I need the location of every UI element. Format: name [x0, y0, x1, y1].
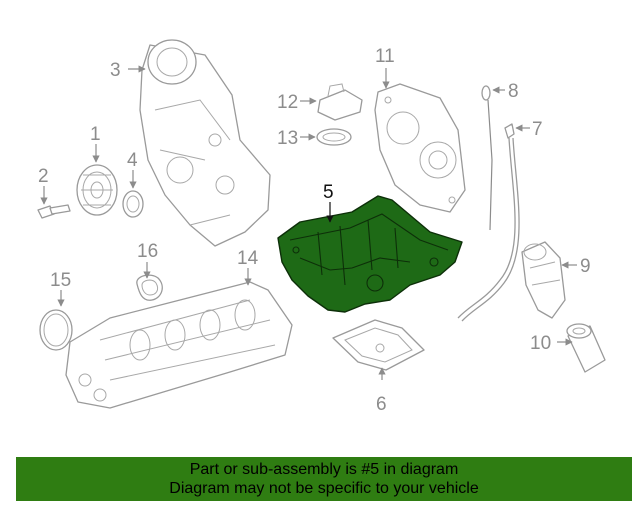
- callout-16: 16: [137, 241, 158, 262]
- callout-8: 8: [508, 81, 519, 102]
- callout-12: 12: [277, 92, 298, 113]
- callout-7: 7: [532, 119, 543, 140]
- dipstick-tube-part-7: [457, 123, 520, 322]
- callout-1: 1: [90, 124, 101, 145]
- timing-cover-part-3: [139, 39, 271, 247]
- info-banner: Part or sub-assembly is #5 in diagram Di…: [16, 457, 632, 501]
- callout-11: 11: [375, 46, 395, 67]
- callout-14: 14: [237, 248, 259, 269]
- callout-15: 15: [50, 270, 71, 291]
- lower-pan-part-6: [332, 319, 425, 371]
- cap-part-12: [317, 83, 363, 121]
- dipstick-part-8: [481, 85, 493, 231]
- intake-manifold-part-14: [65, 281, 293, 409]
- seal-part-4: [122, 190, 144, 218]
- callout-10: 10: [530, 333, 551, 354]
- callout-9: 9: [580, 256, 591, 277]
- callout-13: 13: [277, 128, 298, 149]
- rear-cover-part-11: [374, 83, 466, 213]
- parts-diagram: 3 1 2 4 5 6 7 8 9 10 11 12 13 14 15 16: [37, 39, 606, 415]
- callout-5[interactable]: 5: [323, 182, 334, 203]
- gasket-part-16: [136, 274, 163, 301]
- o-ring-part-13: [316, 128, 352, 146]
- callout-2: 2: [38, 166, 49, 187]
- banner-line-part-number: Part or sub-assembly is #5 in diagram: [189, 461, 459, 478]
- ring-part-15: [39, 309, 73, 351]
- pulley-part-1: [76, 164, 118, 216]
- filter-housing-part-9: [521, 241, 566, 319]
- callout-3: 3: [110, 60, 121, 81]
- leader-lines: [40, 65, 577, 380]
- banner-line-disclaimer: Diagram may not be specific to your vehi…: [169, 480, 479, 497]
- callout-6: 6: [376, 394, 387, 415]
- callout-4: 4: [127, 150, 138, 171]
- oil-filter-part-10: [566, 323, 606, 373]
- oil-pan-part-5[interactable]: [277, 195, 463, 313]
- bolt-part-2: [37, 204, 71, 219]
